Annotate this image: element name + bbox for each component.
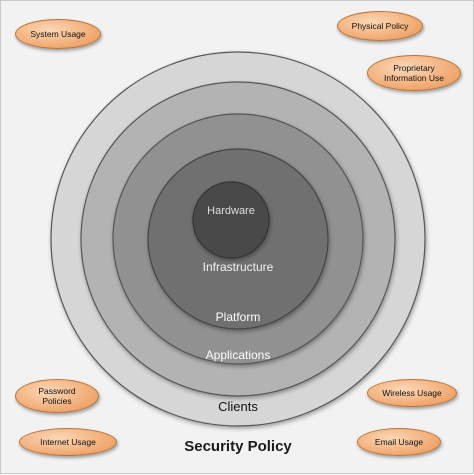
policy-wireless-usage: Wireless Usage [367, 379, 457, 407]
policy-proprietary-information-use: Proprietary Information Use [367, 55, 461, 91]
ring-label-hardware: Hardware [207, 205, 255, 217]
policy-internet-usage: Internet Usage [19, 428, 117, 456]
ring-label-infrastructure: Infrastructure [202, 260, 274, 274]
ring-label-platform: Platform [215, 310, 261, 324]
policy-physical-policy: Physical Policy [337, 11, 423, 41]
policy-email-usage: Email Usage [357, 428, 441, 456]
diagram-title: Security Policy [184, 438, 292, 455]
policy-password-policies: Password Policies [15, 379, 99, 413]
ring-hardware [192, 181, 270, 259]
ring-label-clients: Clients [218, 399, 258, 414]
ring-label-applications: Applications [205, 348, 271, 362]
policy-system-usage: System Usage [15, 19, 101, 49]
